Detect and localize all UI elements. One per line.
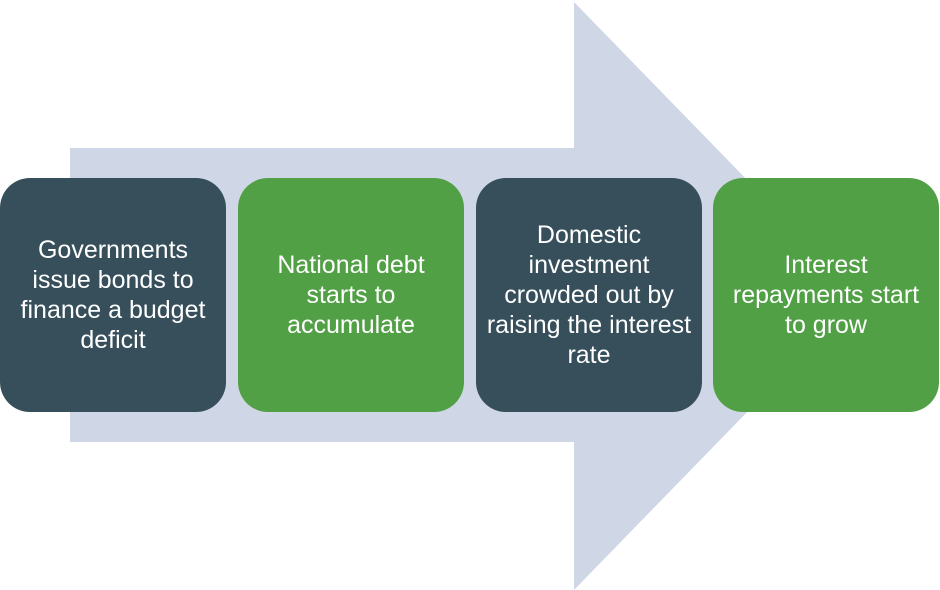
step-3-text: Domestic investment crowded out by raisi… bbox=[486, 221, 692, 369]
step-2-box: National debt starts to accumulate bbox=[238, 178, 464, 412]
step-1-box: Governments issue bonds to finance a bud… bbox=[0, 178, 226, 412]
step-4-text: Interest repayments start to grow bbox=[732, 251, 920, 339]
step-2-text: National debt starts to accumulate bbox=[277, 251, 425, 339]
arrow-shape bbox=[70, 2, 860, 590]
step-1-text: Governments issue bonds to finance a bud… bbox=[20, 236, 206, 354]
step-3-box: Domestic investment crowded out by raisi… bbox=[476, 178, 702, 412]
step-4-box: Interest repayments start to grow bbox=[713, 178, 939, 412]
